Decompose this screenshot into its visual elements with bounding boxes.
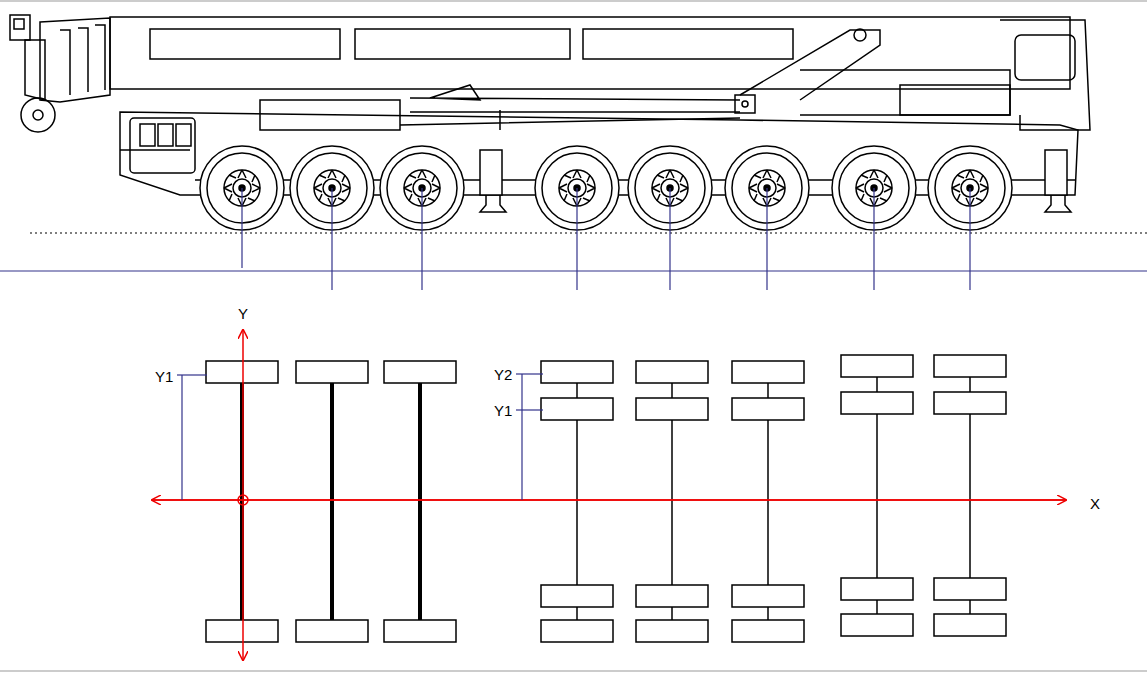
axis-label: Y1: [154, 369, 174, 384]
axis-label: Y1: [493, 403, 513, 418]
axis-label: X: [1089, 496, 1101, 511]
axis-label: Y2: [493, 367, 513, 382]
axis-label: Y: [237, 306, 249, 321]
